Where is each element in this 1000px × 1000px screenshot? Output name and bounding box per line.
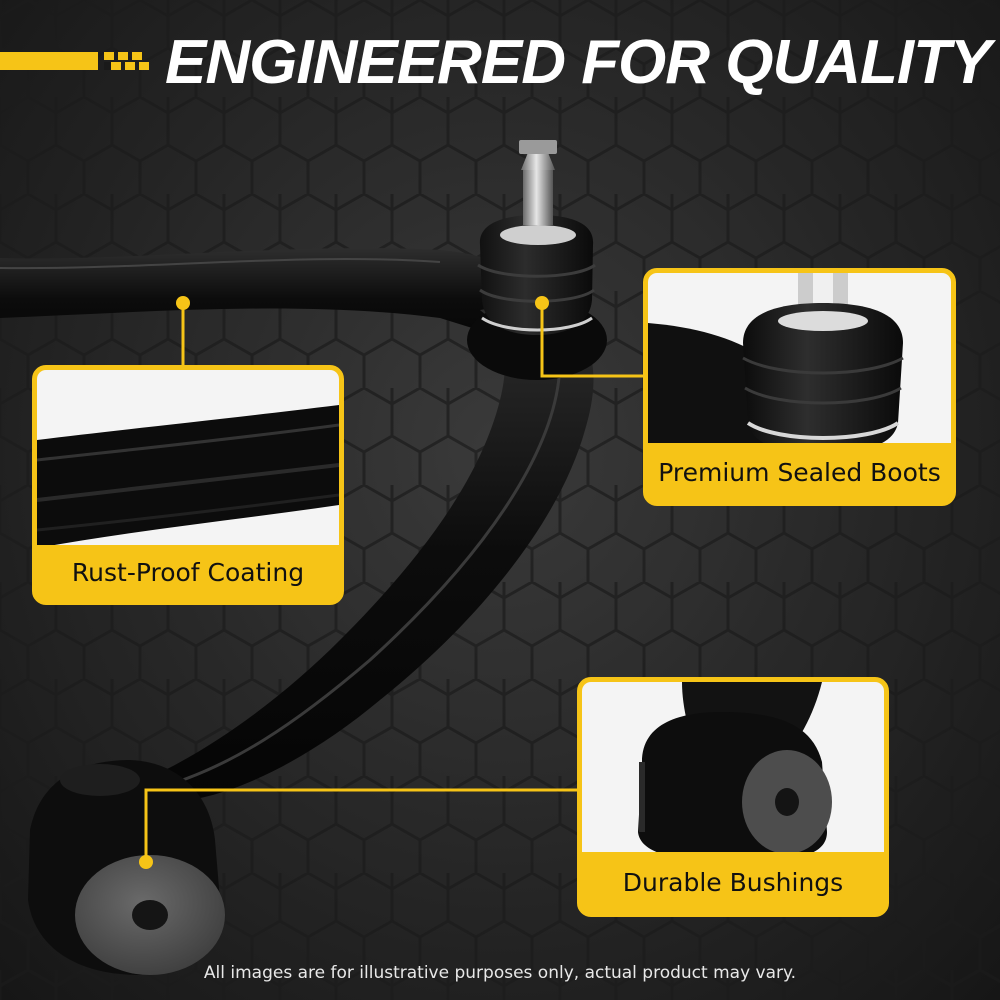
callout-sealed-boots: Premium Sealed Boots: [643, 268, 956, 506]
sealed-boots-closeup: [648, 273, 951, 453]
headline: ENGINEERED FOR QUALITY: [165, 28, 991, 97]
callout-rust-proof-label: Rust-Proof Coating: [37, 545, 339, 600]
callout-bushings: Durable Bushings: [577, 677, 889, 917]
callout-dot-rust: [176, 296, 190, 310]
callout-dot-boots: [535, 296, 549, 310]
callout-sealed-boots-label: Premium Sealed Boots: [648, 443, 951, 501]
bushings-closeup: [582, 682, 884, 862]
upper-arm: [0, 248, 560, 350]
callout-bushings-label: Durable Bushings: [582, 852, 884, 912]
disclaimer: All images are for illustrative purposes…: [203, 963, 797, 983]
connector-boots: [540, 303, 645, 378]
brand-stripe: [0, 52, 149, 70]
connector-bushings: [144, 788, 579, 862]
rust-proof-closeup: [37, 370, 339, 555]
callout-dot-bushings: [139, 855, 153, 869]
callout-rust-proof: Rust-Proof Coating: [32, 365, 344, 605]
